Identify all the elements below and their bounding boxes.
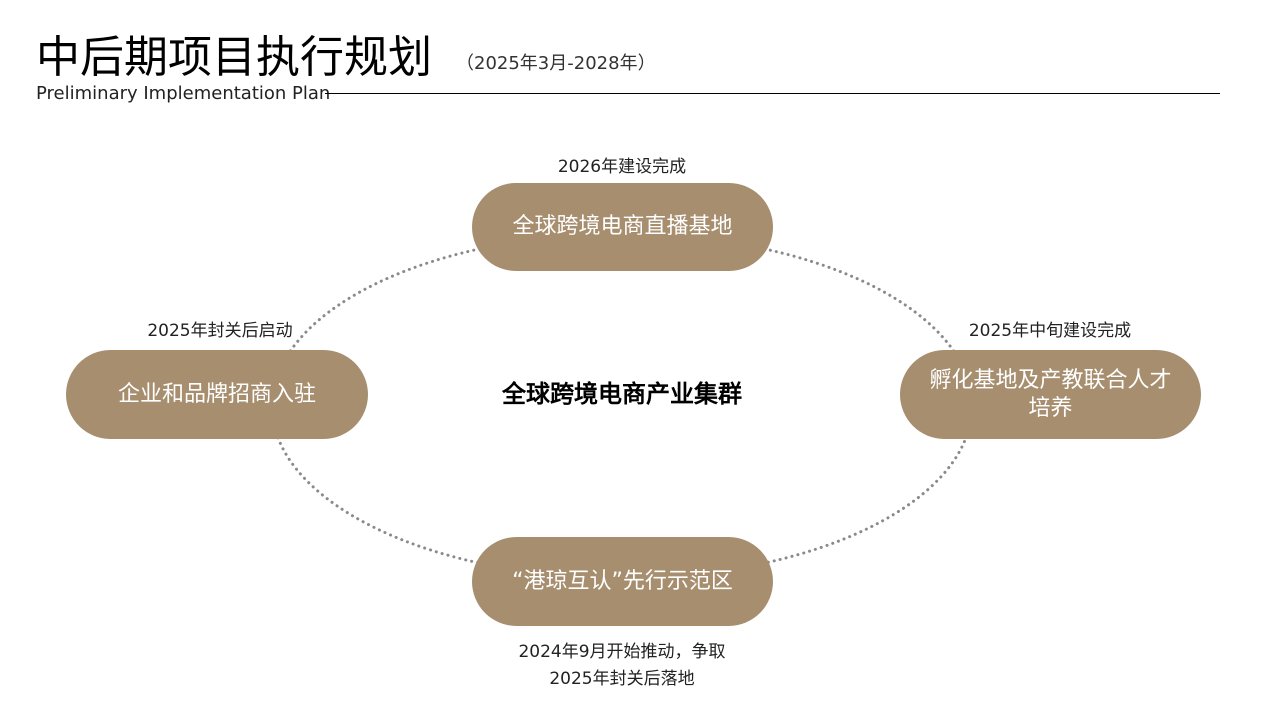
node-livestream-base[interactable]: 全球跨境电商直播基地 (472, 183, 773, 271)
date-range: （2025年3月-2028年） (456, 53, 656, 74)
node-brand-investment[interactable]: 企业和品牌招商入驻 (66, 350, 368, 439)
bottom-node-note-line2: 2025年封关后落地 (549, 669, 695, 689)
page-title: 中后期项目执行规划 (36, 32, 432, 83)
center-cluster-label: 全球跨境电商产业集群 (502, 380, 742, 408)
top-node-note: 2026年建设完成 (557, 157, 687, 177)
node-incubation-talent-label: 孵化基地及产教联合人才培养 (929, 367, 1172, 421)
node-hk-hainan-zone[interactable]: “港琼互认”先行示范区 (472, 537, 773, 626)
node-hk-hainan-zone-label: “港琼互认”先行示范区 (512, 568, 733, 594)
node-brand-investment-label: 企业和品牌招商入驻 (117, 381, 316, 407)
node-incubation-talent[interactable]: 孵化基地及产教联合人才培养 (900, 350, 1201, 439)
right-node-note: 2025年中旬建设完成 (968, 321, 1132, 341)
bottom-node-note-line1: 2024年9月开始推动，争取 (518, 642, 726, 662)
page-subtitle: Preliminary Implementation Plan (36, 83, 331, 104)
left-node-note: 2025年封关后启动 (147, 321, 293, 341)
header-divider (325, 93, 1220, 94)
node-livestream-base-label: 全球跨境电商直播基地 (512, 214, 733, 239)
